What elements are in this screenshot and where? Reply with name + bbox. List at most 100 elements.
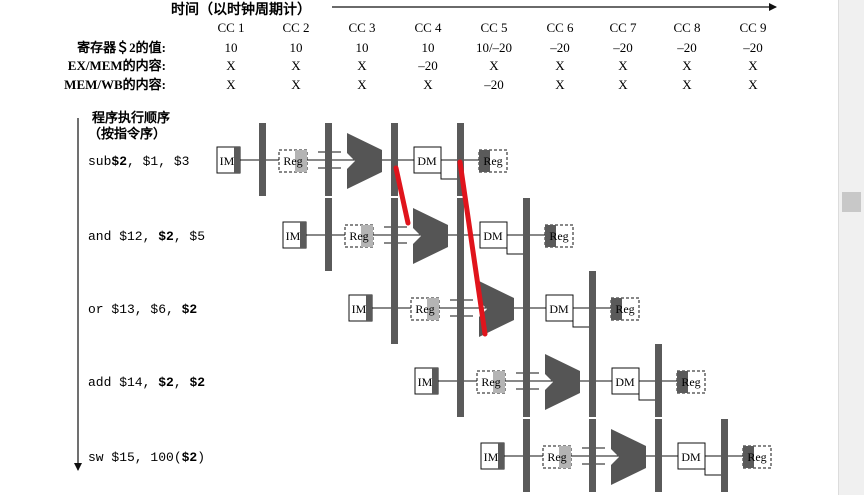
value-row-label: 寄存器＄2的值: [77,40,166,55]
value-cell: X [555,77,565,92]
im-label: IM [418,375,433,389]
reg-read-shade [559,446,571,468]
order-label-line1: 程序执行顺序 [92,110,170,125]
im-shade [300,222,306,248]
dm-box [413,146,442,174]
value-cell: 10 [225,40,238,55]
instruction-text: sw $15, 100($2) [88,450,205,465]
value-cell: –20 [417,58,438,73]
dm-label: DM [483,229,503,243]
value-cell: X [555,58,565,73]
reg-write-label: Reg [549,229,568,243]
dm-label: DM [417,154,437,168]
pipeline-register [325,123,332,196]
instruction-row: and $12, $2, $5 IM Reg DM Reg [88,198,574,271]
pipeline-register [259,123,266,196]
value-cell: 10 [422,40,435,55]
im-label: IM [220,154,235,168]
order-label-line2: （按指令序） [88,126,166,141]
pipeline-register [589,344,596,417]
cycle-header: CC 4 [414,20,442,35]
value-cell: 10 [290,40,303,55]
dm-box [611,367,640,395]
value-cell: X [423,77,433,92]
value-row-label: MEM/WB的内容: [64,77,166,92]
reg-read-label: Reg [349,229,368,243]
pipeline-register [325,198,332,271]
reg-read-label: Reg [547,450,566,464]
value-cell: X [618,58,628,73]
value-cell: X [291,58,301,73]
im-label: IM [352,302,367,316]
value-cell: –20 [676,40,697,55]
reg-write-shade [545,225,556,247]
pipeline-register [523,419,530,492]
time-axis-label: 时间（以时钟周期计） [171,1,311,18]
vertical-scrollbar[interactable] [838,0,864,495]
value-cell: X [748,77,758,92]
pipeline-register [721,419,728,492]
value-cell: –20 [612,40,633,55]
scrollbar-thumb[interactable] [842,192,861,212]
pipeline-register [589,419,596,492]
cycle-header: CC 8 [673,20,700,35]
value-cell: X [682,77,692,92]
im-label: IM [286,229,301,243]
cycle-header: CC 2 [282,20,309,35]
pipeline-register [523,344,530,417]
value-cell: X [226,77,236,92]
pipeline-register [391,198,398,271]
alu-shape [347,133,382,189]
dm-box [545,294,574,322]
pipeline-register [457,271,464,344]
instruction-text: sub$2, $1, $3 [88,154,189,169]
value-cell: X [357,77,367,92]
reg-read-label: Reg [415,302,434,316]
pipeline-register [655,344,662,417]
im-shade [432,368,438,394]
reg-read-shade [295,150,307,172]
alu-shape [413,208,448,264]
pipeline-register [391,271,398,344]
alu-shape [545,354,580,410]
im-label: IM [484,450,499,464]
reg-write-label: Reg [747,450,766,464]
dm-label: DM [615,375,635,389]
reg-write-shade [743,446,754,468]
reg-read-label: Reg [481,375,500,389]
dm-box [479,221,508,249]
im-shade [234,147,240,173]
value-cell: 10 [356,40,369,55]
pipeline-register [457,344,464,417]
reg-write-label: Reg [615,302,634,316]
instruction-text: add $14, $2, $2 [88,375,205,390]
forwarding-line-memwb [457,159,488,337]
value-cell: X [682,58,692,73]
reg-read-shade [493,371,505,393]
im-shade [498,443,504,469]
forwarding-line-exmem [393,165,411,226]
pipeline-register [589,271,596,344]
alu-shape [611,429,646,485]
value-cell: 10/–20 [476,40,512,55]
reg-read-label: Reg [283,154,302,168]
reg-write-shade [611,298,622,320]
cycle-header: CC 3 [348,20,375,35]
reg-read-shade [361,225,373,247]
pipeline-register [457,198,464,271]
reg-write-shade [479,150,490,172]
forwarding-lines [393,159,488,337]
instruction-text: and $12, $2, $5 [88,229,205,244]
cycle-header: CC 1 [217,20,244,35]
alu-shape [479,281,514,337]
dm-box [677,442,706,470]
pipeline-register [523,271,530,344]
pipeline-register [523,198,530,271]
cycle-header: CC 6 [546,20,574,35]
value-cell: X [291,77,301,92]
